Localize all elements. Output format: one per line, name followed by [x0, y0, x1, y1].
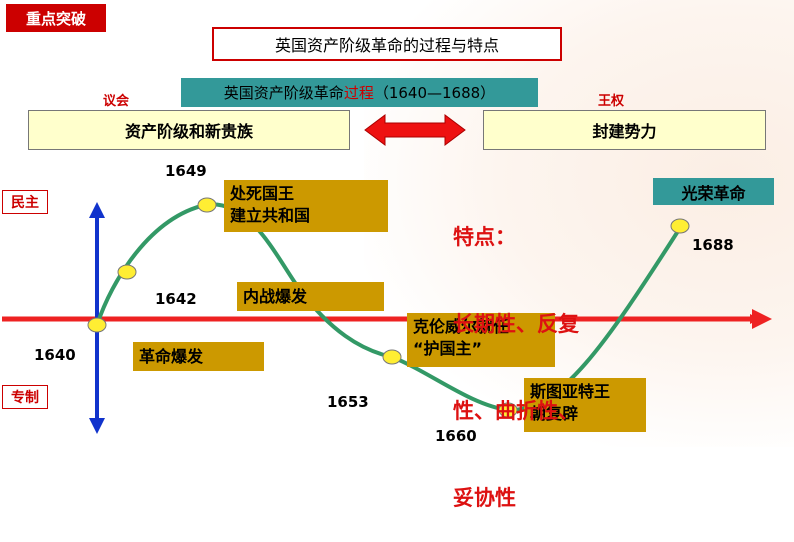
- point-1660: [498, 402, 518, 418]
- year-1688: 1688: [692, 236, 734, 254]
- polarity-axis-top-head: [89, 202, 105, 218]
- event-restoration-line1: 斯图亚特王: [530, 382, 611, 401]
- year-1640: 1640: [34, 346, 76, 364]
- year-1649: 1649: [165, 162, 207, 180]
- point-1649: [197, 197, 217, 213]
- event-lord-protector-line1: 克伦威尔就任: [413, 317, 510, 336]
- crown-label: 王权: [598, 94, 625, 109]
- event-lord-protector-line2: “护国主”: [413, 339, 483, 358]
- process-banner: 英国资产阶级革命过程（1640—1688）: [181, 78, 538, 107]
- point-1688: [670, 218, 690, 234]
- event-lord-protector: 克伦威尔就任 “护国主”: [407, 313, 555, 367]
- double-arrow-icon: [364, 114, 466, 146]
- event-restoration-line2: 朝复辟: [530, 404, 579, 423]
- timeline-diagram: [2, 114, 772, 434]
- event-execute-king: 处死国王 建立共和国: [224, 180, 388, 232]
- year-1642: 1642: [155, 290, 197, 308]
- process-prefix: 英国资产阶级革命: [223, 84, 344, 102]
- year-1653: 1653: [327, 393, 369, 411]
- event-restoration: 斯图亚特王 朝复辟: [524, 378, 646, 432]
- features-line-3: 性、曲折性、: [453, 399, 579, 423]
- event-execute-king-line1: 处死国王: [230, 184, 295, 203]
- polarity-axis-bottom-head: [89, 418, 105, 434]
- process-range: （1640—1688）: [373, 84, 496, 102]
- year-1660: 1660: [435, 427, 477, 445]
- bourgeoisie-box: 资产阶级和新贵族: [28, 110, 350, 150]
- feudal-box: 封建势力: [483, 110, 766, 150]
- event-civil-war: 内战爆发: [237, 282, 384, 311]
- point-1653: [382, 349, 402, 365]
- page-title: 英国资产阶级革命的过程与特点: [212, 27, 562, 61]
- process-highlight: 过程: [343, 84, 374, 102]
- autocracy-label: 专制: [2, 385, 48, 409]
- features-line-2: 长期性、反复: [453, 312, 579, 336]
- point-1640: [87, 317, 107, 333]
- democracy-label: 民主: [2, 190, 48, 214]
- event-glorious-revolution: 光荣革命: [653, 178, 774, 205]
- event-revolution-outbreak: 革命爆发: [133, 342, 264, 371]
- time-axis-head: [752, 309, 772, 329]
- features-heading: 特点：: [453, 225, 516, 249]
- section-tag: 重点突破: [6, 4, 106, 32]
- event-execute-king-line2: 建立共和国: [230, 206, 311, 225]
- features-text: 特点： 长期性、反复 性、曲折性、 妥协性: [453, 165, 579, 542]
- parliament-label: 议会: [103, 94, 130, 109]
- point-1642: [117, 264, 137, 280]
- features-line-4: 妥协性: [453, 486, 516, 510]
